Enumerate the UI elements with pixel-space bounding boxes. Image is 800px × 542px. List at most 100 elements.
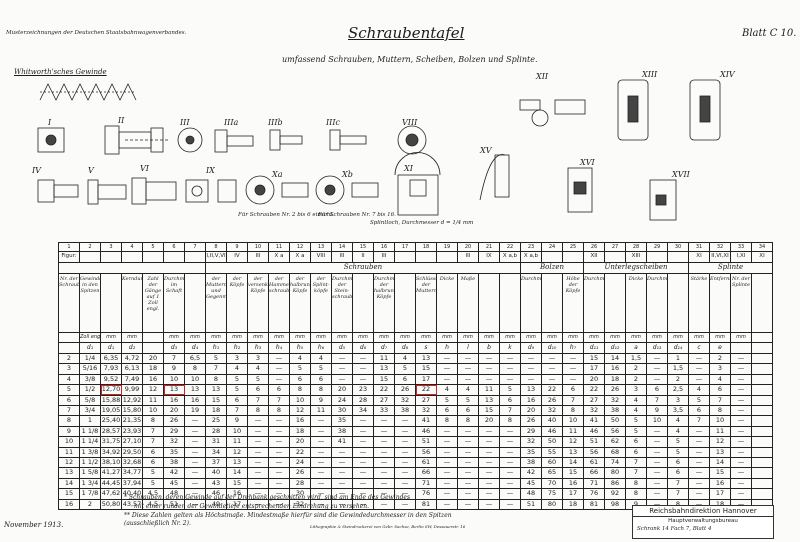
table-cell: —: [646, 477, 668, 490]
table-cell: 14: [331, 242, 353, 252]
table-cell: 20: [142, 352, 164, 365]
table-cell: 8: [436, 415, 458, 427]
table-cell: 3: [100, 242, 122, 252]
table-cell: mm: [184, 332, 206, 343]
table-cell: —: [457, 488, 479, 500]
table-cell: mm: [226, 332, 248, 343]
table-cell: 32: [163, 436, 185, 448]
table-cell: 61: [583, 457, 605, 469]
table-cell: —: [331, 457, 353, 469]
table-cell: —: [310, 467, 332, 479]
table-cell: 17: [562, 488, 584, 500]
table-cell: 60: [541, 457, 563, 469]
table-cell: 4: [58, 373, 80, 386]
table-cell: Zoll engl.: [79, 332, 101, 343]
table-cell: Durchmesser im Schaft: [163, 273, 185, 333]
table-cell: mm: [562, 332, 584, 343]
footnote-1b: mit einer runden der Gewindetiefe entspr…: [134, 503, 370, 510]
table-cell: [751, 332, 773, 343]
table-cell: 5/8: [79, 394, 101, 407]
table-cell: 10: [163, 373, 185, 386]
table-cell: —: [352, 363, 374, 375]
table-cell: 11: [562, 425, 584, 438]
fig-label-xiv: XIV: [720, 70, 735, 79]
table-cell: 6: [436, 405, 458, 417]
table-cell: 7,93: [100, 363, 122, 375]
table-cell: [394, 273, 416, 333]
table-cell: 11: [373, 352, 395, 365]
table-cell: 34,77: [121, 467, 143, 479]
table-cell: —: [730, 477, 752, 490]
table-cell: 11: [58, 446, 80, 459]
table-cell: 1 3/8: [79, 446, 101, 459]
table-cell: Entfernung: [709, 273, 731, 333]
table-cell: 14: [226, 467, 248, 479]
table-cell: 20: [520, 405, 542, 417]
table-cell: mm: [625, 332, 647, 343]
table-cell: 8: [142, 415, 164, 427]
table-cell: 2: [709, 352, 731, 365]
footnote-1: * Schrauben, deren Gewinde auf der Drehb…: [124, 494, 411, 501]
table-cell: 7: [205, 363, 227, 375]
table-cell: mm: [289, 332, 311, 343]
table-cell: —: [268, 477, 290, 490]
table-cell: [499, 273, 521, 333]
table-cell: 14: [58, 477, 80, 490]
table-cell: h₅: [289, 342, 311, 354]
table-cell: e: [709, 342, 731, 354]
table-cell: —: [457, 436, 479, 448]
table-cell: 5: [310, 363, 332, 375]
table-cell: —: [478, 425, 500, 438]
table-cell: 27: [373, 394, 395, 407]
table-cell: Maße: [457, 273, 479, 333]
table-cell: h₆: [310, 342, 332, 354]
table-cell: 15: [352, 242, 374, 252]
table-cell: 10: [646, 415, 668, 427]
table-cell: 45: [520, 477, 542, 490]
table-cell: 6: [499, 394, 521, 407]
fig-label-xii: XII: [536, 72, 549, 81]
table-cell: d₈: [394, 342, 416, 354]
table-cell: 47,62: [100, 488, 122, 500]
table-cell: 24: [541, 242, 563, 252]
table-cell: d₁₀: [541, 342, 563, 354]
table-cell: 1 7/8: [79, 488, 101, 500]
table-cell: 24: [331, 394, 353, 407]
table-cell: 46: [541, 425, 563, 438]
table-cell: 15: [58, 488, 80, 500]
table-cell: III: [373, 251, 395, 263]
table-cell: 12: [289, 405, 311, 417]
table-cell: —: [730, 384, 752, 396]
table-cell: —: [352, 446, 374, 459]
table-cell: 65: [541, 467, 563, 479]
table-cell: mm: [100, 332, 122, 343]
table-cell: —: [478, 488, 500, 500]
table-cell: 3: [226, 352, 248, 365]
table-cell: 15: [373, 373, 395, 386]
table-cell: —: [688, 446, 710, 459]
table-cell: 15: [415, 363, 437, 375]
table-cell: Nr. der Splinte: [730, 273, 752, 333]
table-cell: II,VI,XI: [709, 251, 731, 263]
table-cell: 40: [541, 415, 563, 427]
table-cell: 2,5: [667, 384, 689, 396]
fig-label-viii: VIII: [402, 118, 418, 127]
table-cell: 13: [205, 384, 227, 396]
table-cell: 8: [310, 384, 332, 396]
table-cell: —: [184, 457, 206, 469]
table-cell: 8: [562, 405, 584, 417]
table-cell: mm: [436, 332, 458, 343]
table-cell: 5: [205, 352, 227, 365]
table-cell: 10: [226, 425, 248, 438]
table-cell: 30: [667, 242, 689, 252]
table-cell: —: [562, 352, 584, 365]
table-cell: —: [331, 477, 353, 490]
table-cell: 92: [604, 488, 626, 500]
table-cell: 25: [562, 242, 584, 252]
table-cell: 29: [646, 242, 668, 252]
table-cell: 48: [520, 488, 542, 500]
table-cell: [751, 457, 773, 469]
fig-label-v: V: [88, 166, 94, 175]
